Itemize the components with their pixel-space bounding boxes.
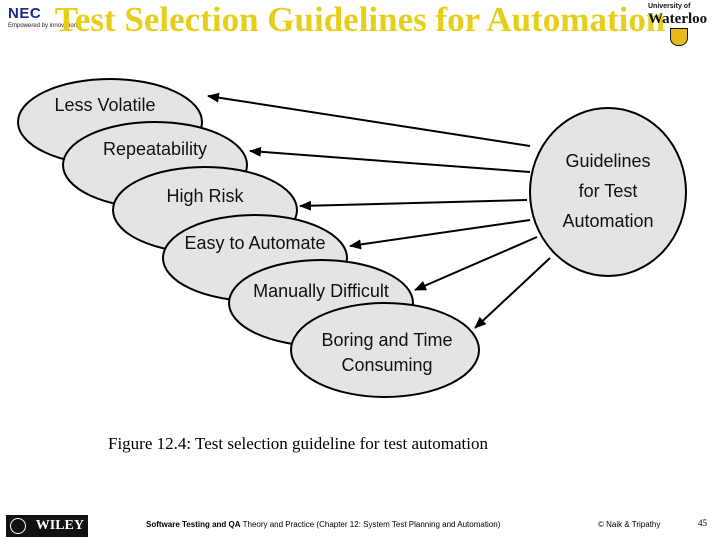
arrow-to-high-risk [299, 199, 528, 211]
wiley-mark-icon [10, 518, 26, 534]
nec-logo-brand: NEC [8, 5, 42, 22]
footer-book-bold: Software Testing and QA [146, 520, 241, 529]
waterloo-logo-line2: Waterloo [648, 11, 708, 27]
center-node-line2: for Test [579, 181, 638, 201]
arrow-to-easy-to-automate [349, 219, 531, 250]
node-label: Consuming [341, 355, 432, 375]
footer-book-title: Software Testing and QA Theory and Pract… [146, 520, 500, 529]
arrow-to-boring-and-time-consuming [474, 257, 551, 329]
arrow-to-manually-difficult [414, 236, 538, 291]
arrow-to-less-volatile [207, 92, 531, 147]
node-label: Easy to Automate [184, 233, 325, 253]
waterloo-logo: University of Waterloo [648, 2, 716, 48]
guidelines-diagram: Less Volatile Repeatability High Risk Ea… [17, 78, 687, 398]
nec-logo-tagline: Empowered by innovation [8, 23, 78, 29]
waterloo-logo-line1: University of [648, 3, 691, 10]
wiley-logo-text: WILEY [35, 518, 84, 533]
node-label: Boring and Time [321, 330, 452, 350]
node-boring-and-time-consuming: Boring and Time Consuming [290, 302, 480, 398]
slide-title: Test Selection Guidelines for Automation [54, 0, 666, 39]
center-node: Guidelines for Test Automation [529, 107, 687, 277]
center-node-line3: Automation [562, 211, 653, 231]
arrow-to-repeatability [249, 146, 531, 173]
node-label: High Risk [166, 186, 244, 206]
page-number: 45 [698, 518, 707, 528]
node-label: Less Volatile [54, 95, 155, 115]
node-label: Repeatability [103, 139, 207, 159]
center-node-line1: Guidelines [565, 151, 650, 171]
wiley-logo: WILEY [6, 515, 88, 537]
figure-caption: Figure 12.4: Test selection guideline fo… [108, 434, 488, 453]
footer-copyright: © Naik & Tripathy [598, 520, 661, 529]
node-label: Manually Difficult [253, 281, 389, 301]
crest-icon [670, 28, 688, 46]
nec-logo: NEC Empowered by innovation [8, 6, 88, 38]
footer-book-rest: Theory and Practice (Chapter 12: System … [240, 520, 501, 529]
